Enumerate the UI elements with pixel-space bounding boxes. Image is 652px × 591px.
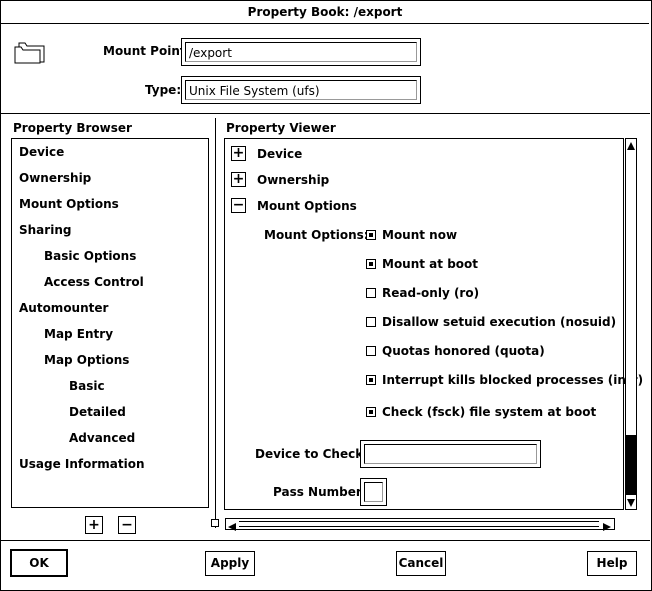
checkbox-mount-at-boot[interactable] — [366, 259, 376, 269]
window-title: Property Book: /export — [1, 1, 649, 24]
option-mount-now-label: Mount now — [382, 228, 458, 242]
splitter-handle[interactable] — [211, 519, 219, 527]
type-label: Type: — [145, 83, 182, 97]
section-device-label: Device — [257, 147, 303, 161]
pass-number-field[interactable] — [360, 478, 387, 506]
ok-button[interactable]: OK — [10, 549, 68, 577]
device-to-check-value — [364, 444, 537, 464]
checkbox-intr[interactable] — [366, 375, 376, 385]
checkbox-nosuid[interactable] — [366, 317, 376, 327]
mount-options-label: Mount Options: — [264, 228, 369, 242]
device-to-check-field[interactable] — [360, 440, 541, 468]
header-divider — [1, 113, 650, 114]
pass-number-value — [364, 482, 383, 502]
device-to-check-label: Device to Check: — [255, 447, 369, 461]
checkbox-fsck[interactable] — [366, 407, 376, 417]
footer-divider — [1, 540, 650, 541]
browser-item-usage-information[interactable]: Usage Information — [19, 457, 145, 471]
browser-item-map-options[interactable]: Map Options — [44, 353, 130, 367]
property-browser-title: Property Browser — [13, 121, 132, 135]
browser-item-device[interactable]: Device — [19, 145, 65, 159]
browser-item-advanced[interactable]: Advanced — [69, 431, 136, 445]
browser-item-sharing[interactable]: Sharing — [19, 223, 72, 237]
folder-icon — [14, 38, 46, 64]
browser-item-mount-options[interactable]: Mount Options — [19, 197, 119, 211]
viewer-horizontal-scrollbar[interactable] — [225, 518, 615, 531]
browser-item-basic-options[interactable]: Basic Options — [44, 249, 137, 263]
property-browser-list[interactable] — [11, 138, 209, 508]
collapse-mount-options-icon[interactable]: − — [231, 197, 246, 213]
apply-button[interactable]: Apply — [205, 551, 255, 576]
type-field: Unix File System (ufs) — [181, 76, 421, 104]
browser-item-basic[interactable]: Basic — [69, 379, 105, 393]
scroll-up-arrow-icon[interactable] — [627, 140, 635, 150]
pass-number-label: Pass Number: — [273, 485, 367, 499]
checkbox-read-only[interactable] — [366, 288, 376, 298]
browser-expand-button[interactable]: + — [85, 516, 103, 534]
type-value: Unix File System (ufs) — [185, 80, 417, 100]
checkbox-mount-now[interactable] — [366, 230, 376, 240]
viewer-vertical-scrollbar[interactable] — [625, 138, 637, 510]
expand-device-icon[interactable]: + — [231, 145, 246, 161]
browser-collapse-button[interactable]: − — [118, 516, 136, 534]
option-quota-label: Quotas honored (quota) — [382, 344, 545, 358]
browser-item-access-control[interactable]: Access Control — [44, 275, 144, 289]
browser-item-detailed[interactable]: Detailed — [69, 405, 126, 419]
vertical-scroll-trough — [626, 435, 636, 495]
checkbox-quota[interactable] — [366, 346, 376, 356]
scroll-down-arrow-icon[interactable] — [627, 497, 635, 507]
section-ownership-label: Ownership — [257, 173, 330, 187]
browser-item-automounter[interactable]: Automounter — [19, 301, 109, 315]
vertical-scroll-thumb[interactable] — [626, 151, 636, 435]
property-viewer-title: Property Viewer — [226, 121, 336, 135]
option-fsck-label: Check (fsck) file system at boot — [382, 405, 597, 419]
browser-item-map-entry[interactable]: Map Entry — [44, 327, 114, 341]
horizontal-scroll-thumb[interactable] — [239, 521, 599, 527]
scroll-right-arrow-icon[interactable] — [602, 520, 612, 531]
option-nosuid-label: Disallow setuid execution (nosuid) — [382, 315, 617, 329]
mount-point-field[interactable]: /export — [181, 38, 421, 66]
scroll-left-arrow-icon[interactable] — [227, 520, 237, 531]
splitter-line — [215, 118, 216, 528]
option-mount-at-boot-label: Mount at boot — [382, 257, 479, 271]
option-read-only-label: Read-only (ro) — [382, 286, 480, 300]
section-mount-options-label: Mount Options — [257, 199, 357, 213]
mount-point-label: Mount Point: — [103, 44, 191, 58]
browser-item-ownership[interactable]: Ownership — [19, 171, 92, 185]
cancel-button[interactable]: Cancel — [396, 551, 446, 576]
option-intr-label: Interrupt kills blocked processes (intr) — [382, 373, 644, 387]
expand-ownership-icon[interactable]: + — [231, 171, 246, 187]
help-button[interactable]: Help — [587, 551, 637, 576]
mount-point-value: /export — [185, 42, 417, 62]
